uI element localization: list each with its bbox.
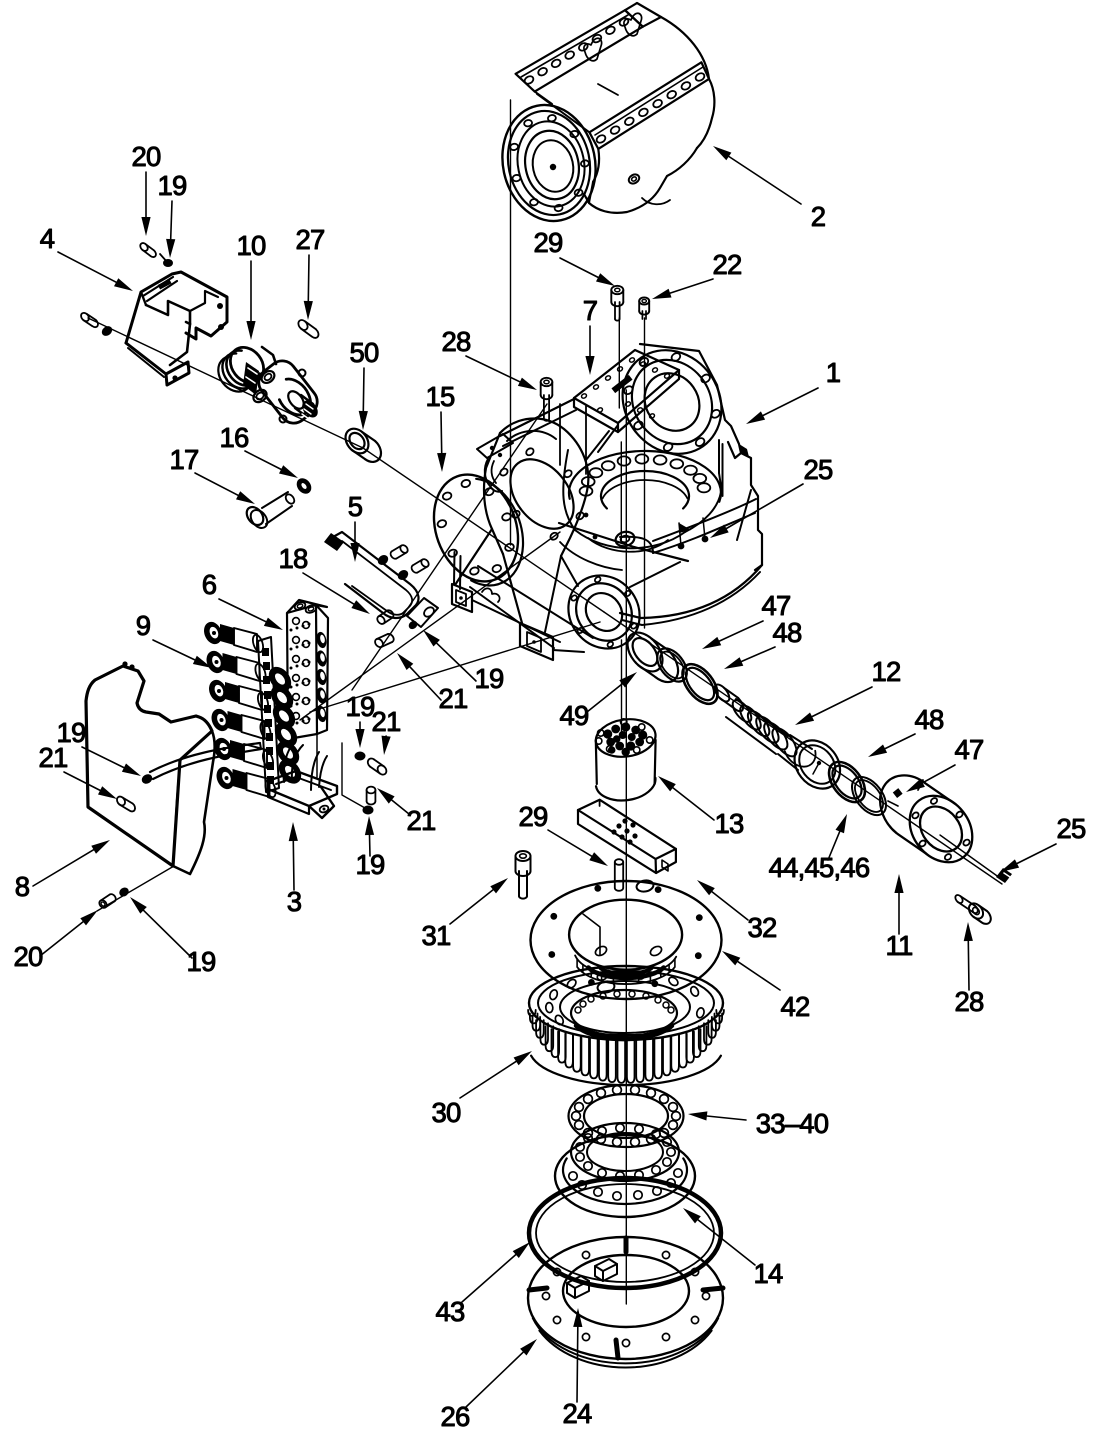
svg-text:19: 19 (346, 691, 375, 722)
svg-text:26: 26 (441, 1401, 470, 1432)
svg-text:19: 19 (475, 663, 504, 694)
svg-text:10: 10 (237, 230, 266, 261)
svg-text:18: 18 (279, 543, 308, 574)
svg-text:48: 48 (915, 704, 944, 735)
svg-text:6: 6 (202, 569, 217, 600)
svg-text:30: 30 (432, 1097, 461, 1128)
svg-text:3: 3 (287, 886, 302, 917)
svg-text:15: 15 (426, 381, 455, 412)
svg-text:42: 42 (781, 991, 810, 1022)
svg-text:1: 1 (826, 357, 841, 388)
svg-text:44,45,46: 44,45,46 (769, 852, 870, 883)
svg-text:21: 21 (407, 805, 436, 836)
svg-text:33–40: 33–40 (756, 1108, 829, 1139)
svg-text:19: 19 (187, 946, 216, 977)
svg-text:21: 21 (439, 683, 468, 714)
svg-text:28: 28 (442, 326, 471, 357)
svg-text:4: 4 (40, 223, 55, 254)
svg-text:25: 25 (804, 454, 833, 485)
svg-text:5: 5 (348, 491, 363, 522)
svg-text:22: 22 (713, 249, 742, 280)
svg-text:43: 43 (436, 1296, 465, 1327)
svg-text:27: 27 (296, 224, 325, 255)
svg-text:13: 13 (715, 808, 744, 839)
svg-text:29: 29 (519, 801, 548, 832)
svg-text:12: 12 (872, 656, 901, 687)
svg-text:31: 31 (422, 920, 451, 951)
svg-text:21: 21 (39, 742, 68, 773)
svg-text:9: 9 (136, 610, 151, 641)
svg-text:28: 28 (955, 986, 984, 1017)
svg-text:19: 19 (158, 170, 187, 201)
svg-text:7: 7 (583, 295, 598, 326)
svg-text:17: 17 (170, 444, 199, 475)
svg-text:48: 48 (773, 617, 802, 648)
svg-text:11: 11 (886, 930, 913, 961)
svg-text:47: 47 (762, 590, 791, 621)
svg-text:49: 49 (560, 700, 589, 731)
svg-text:21: 21 (372, 706, 401, 737)
svg-text:20: 20 (14, 941, 43, 972)
svg-text:32: 32 (748, 912, 777, 943)
svg-text:14: 14 (754, 1258, 783, 1289)
svg-text:19: 19 (57, 717, 86, 748)
svg-text:47: 47 (955, 734, 984, 765)
svg-text:8: 8 (15, 871, 30, 902)
svg-text:24: 24 (563, 1398, 592, 1429)
svg-text:50: 50 (350, 337, 379, 368)
svg-text:29: 29 (534, 227, 563, 258)
svg-text:2: 2 (811, 201, 826, 232)
svg-text:16: 16 (220, 422, 249, 453)
svg-text:25: 25 (1057, 813, 1086, 844)
svg-text:20: 20 (132, 141, 161, 172)
